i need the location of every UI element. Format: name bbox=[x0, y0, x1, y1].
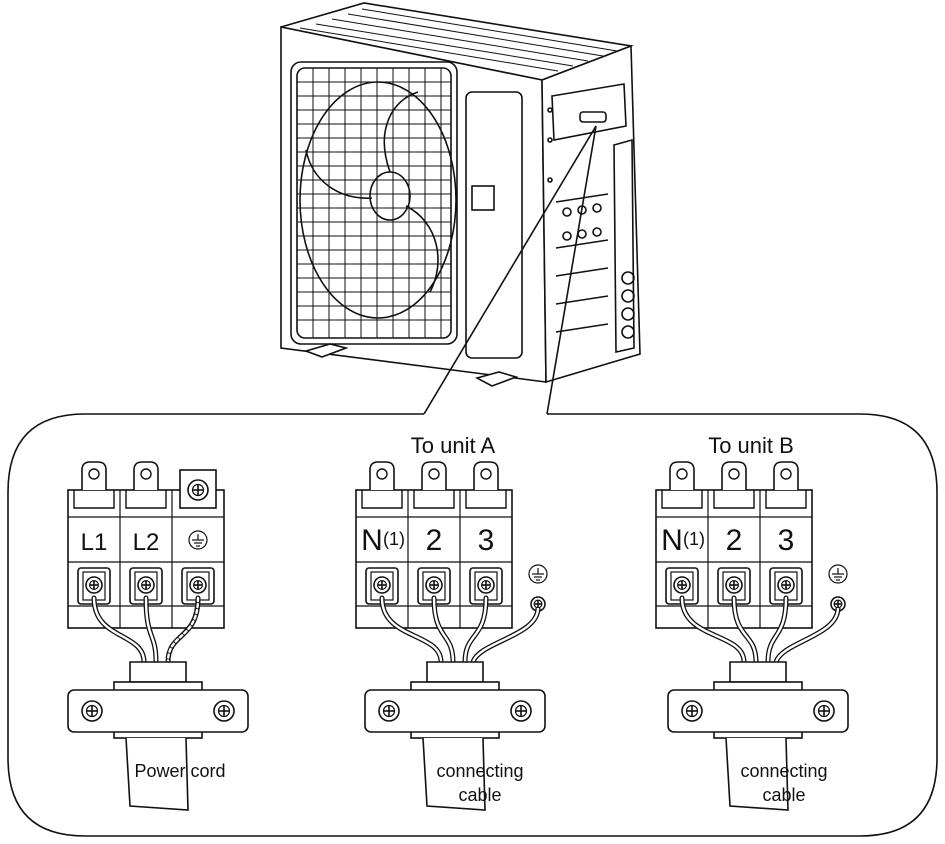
clamp-screw-icon bbox=[213, 700, 235, 722]
terminal-label: 2 bbox=[426, 524, 443, 557]
ground-symbol-icon bbox=[828, 564, 848, 584]
terminal-ground bbox=[179, 469, 217, 605]
callout-line-left bbox=[423, 125, 597, 415]
terminal-label: 3 bbox=[778, 524, 795, 557]
cable-label: Power cord bbox=[134, 761, 225, 781]
terminal-screw-icon bbox=[477, 576, 495, 594]
terminal-2: 2 bbox=[713, 461, 755, 605]
clamp-screw-icon bbox=[510, 700, 532, 722]
ground-screw-icon bbox=[830, 596, 846, 612]
cable-label: connecting bbox=[436, 761, 523, 781]
clamp-screw-icon bbox=[681, 700, 703, 722]
terminal-superscript: (1) bbox=[383, 529, 405, 549]
outdoor-ac-unit-icon bbox=[280, 2, 641, 387]
terminal-screw-icon bbox=[85, 576, 103, 594]
terminal-N: N(1) bbox=[661, 461, 705, 605]
terminal-label: N bbox=[661, 524, 683, 557]
terminal-3: 3 bbox=[465, 461, 507, 605]
terminal-screw-icon bbox=[725, 576, 743, 594]
terminal-screw-icon bbox=[137, 576, 155, 594]
cable-label: cable bbox=[458, 785, 501, 805]
terminal-screw-icon bbox=[425, 576, 443, 594]
terminal-label: L2 bbox=[133, 529, 160, 556]
terminal-superscript: (1) bbox=[683, 529, 705, 549]
terminal-label: 2 bbox=[726, 524, 743, 557]
cable-clamp bbox=[67, 681, 249, 739]
block-title: To unit A bbox=[411, 433, 496, 458]
terminal-label: N bbox=[361, 524, 383, 557]
cable-label: connecting bbox=[740, 761, 827, 781]
callout-line-right bbox=[546, 125, 597, 415]
terminal-N: N(1) bbox=[361, 461, 405, 605]
wires bbox=[679, 595, 841, 665]
block-title: To unit B bbox=[708, 433, 794, 458]
terminal-3: 3 bbox=[765, 461, 807, 605]
ground-symbol-icon bbox=[528, 564, 548, 584]
detail-enclosure bbox=[7, 413, 938, 837]
clamp-screw-icon bbox=[813, 700, 835, 722]
clamp-screw-icon bbox=[378, 700, 400, 722]
terminal-screw-icon bbox=[189, 576, 207, 594]
cable-clamp bbox=[667, 681, 849, 739]
cable-clamp bbox=[364, 681, 546, 739]
terminal-2: 2 bbox=[413, 461, 455, 605]
terminal-screw-icon bbox=[777, 576, 795, 594]
clamp-screw-icon bbox=[81, 700, 103, 722]
terminal-label: L1 bbox=[81, 529, 108, 556]
terminal-screw-icon bbox=[673, 576, 691, 594]
terminal-screw-icon bbox=[373, 576, 391, 594]
terminal-L2: L2 bbox=[125, 461, 167, 605]
terminal-label: 3 bbox=[478, 524, 495, 557]
wires bbox=[379, 595, 541, 665]
ground-symbol-icon bbox=[188, 530, 208, 550]
cable-label: cable bbox=[762, 785, 805, 805]
top-screw-icon bbox=[187, 479, 209, 501]
wires bbox=[91, 595, 201, 665]
